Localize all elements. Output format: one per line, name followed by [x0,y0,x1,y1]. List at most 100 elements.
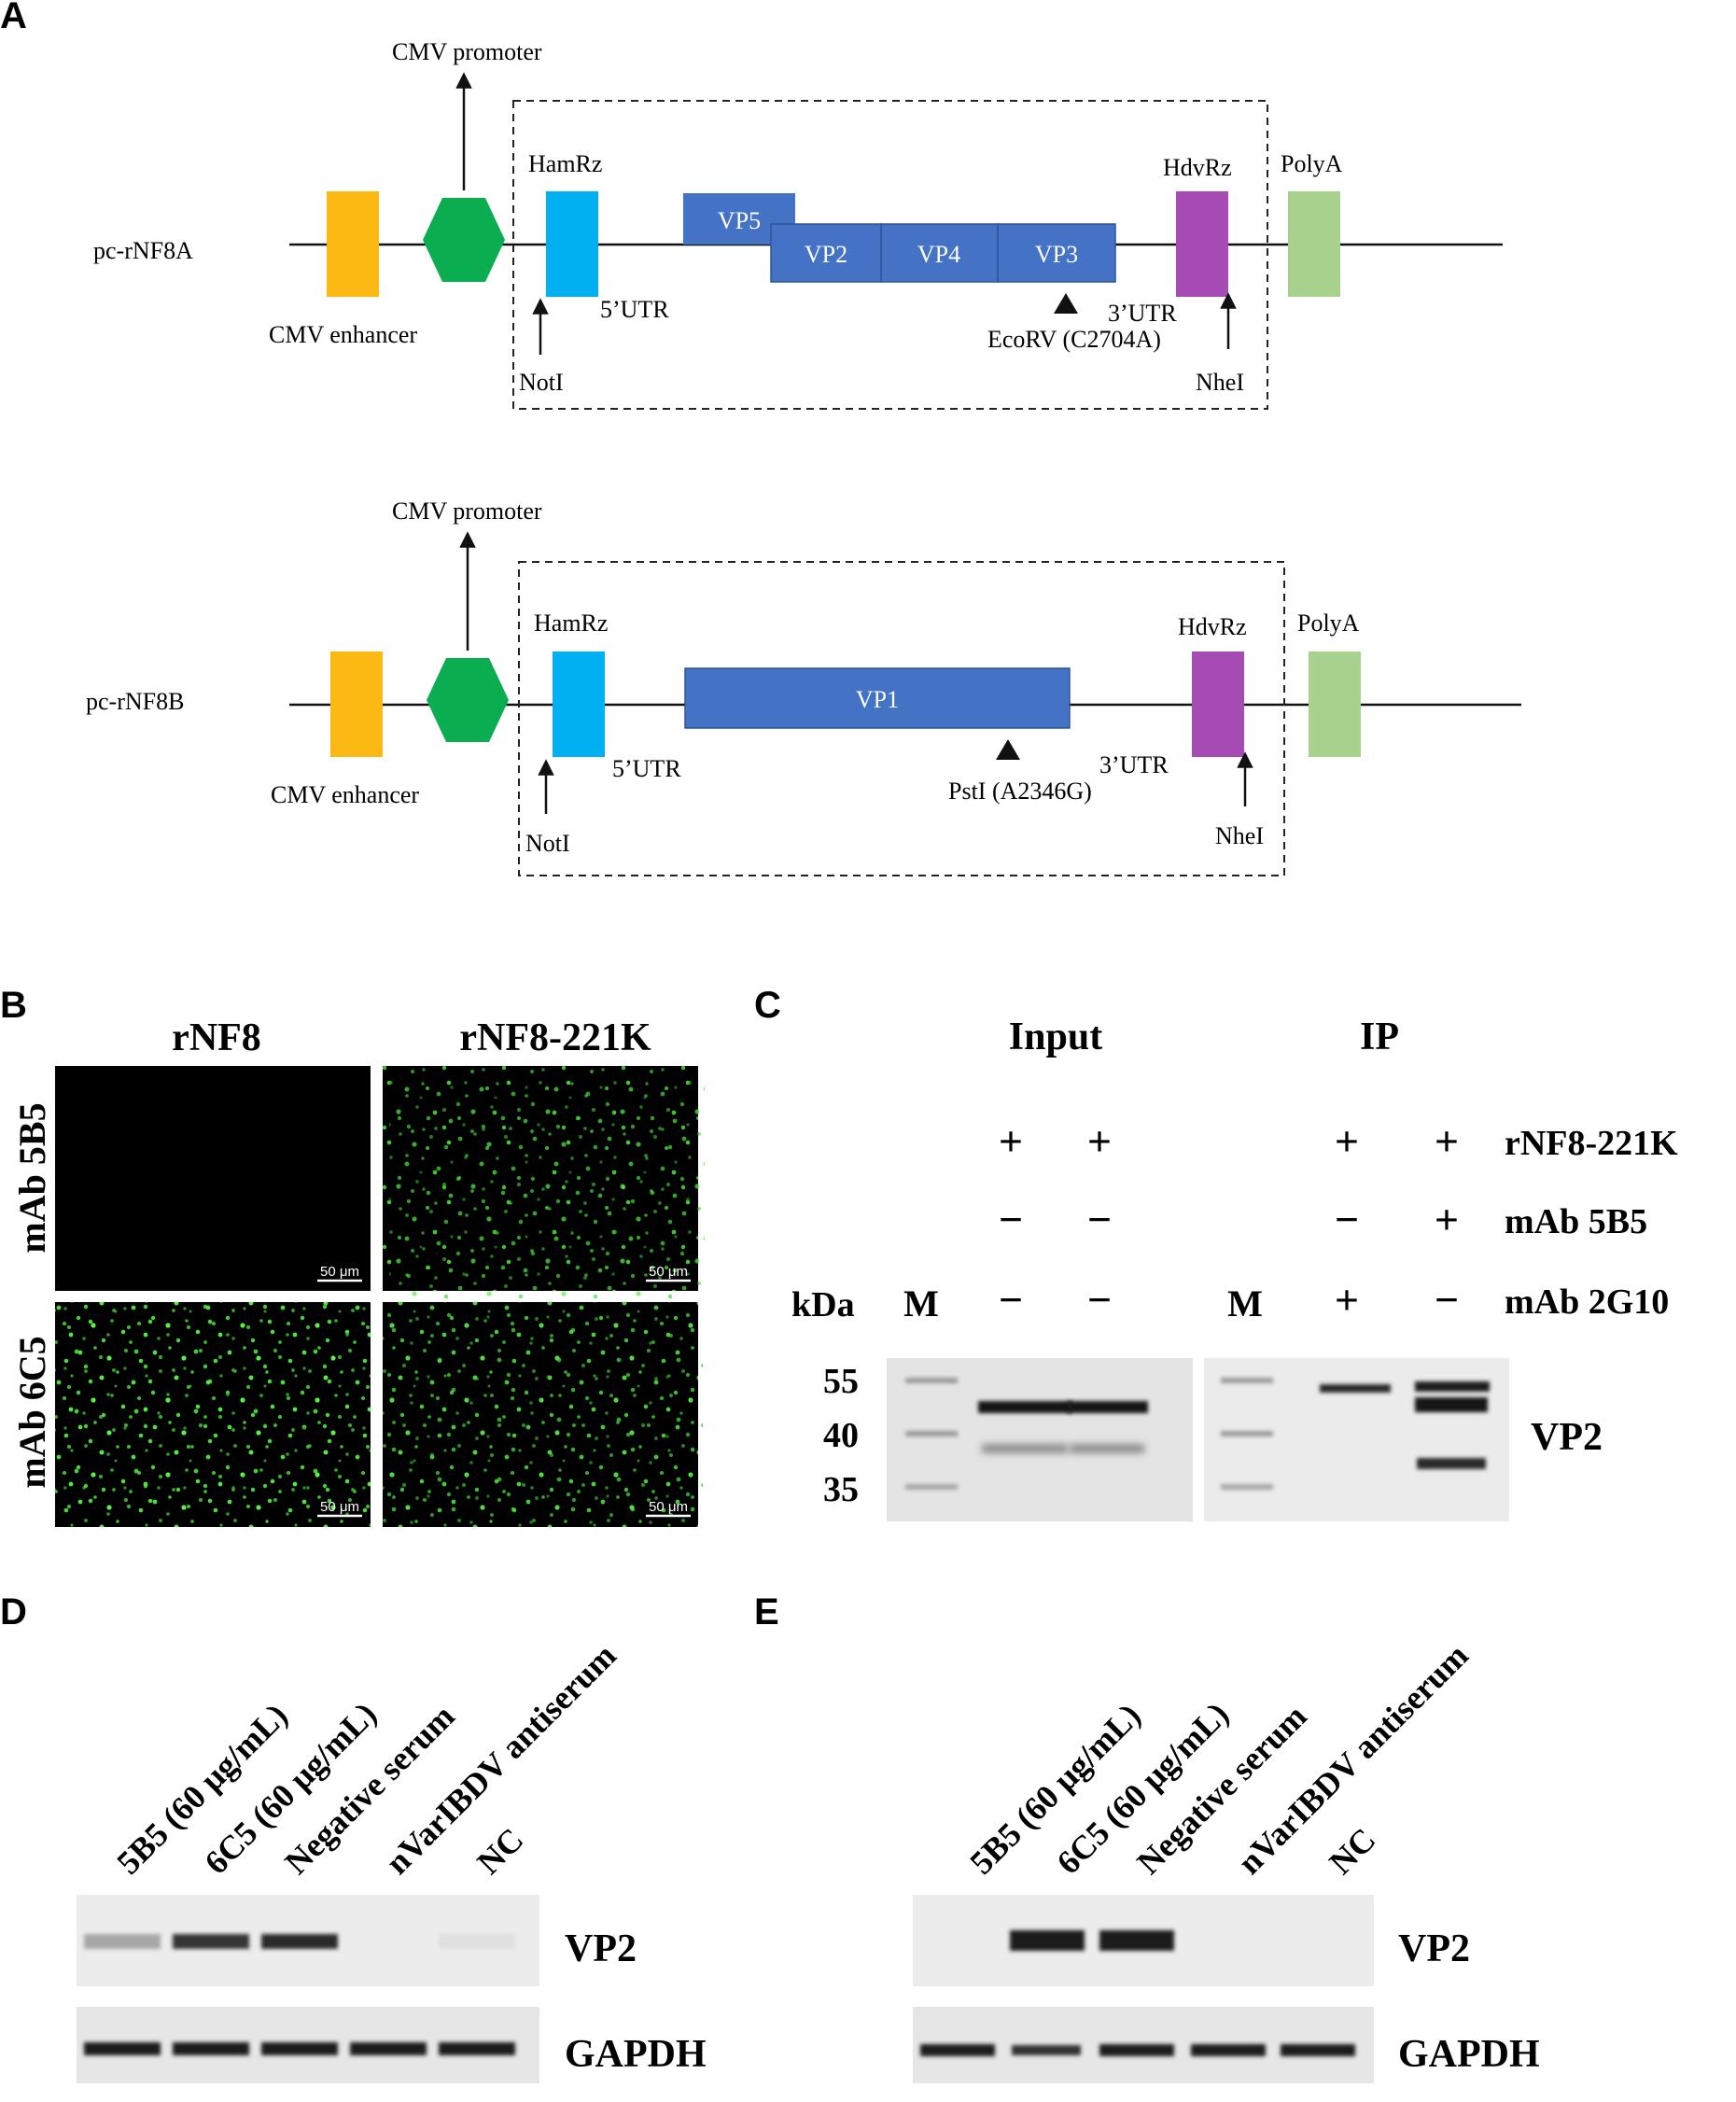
band-label-gapdh: GAPDH [565,2033,707,2076]
ecorv-site-label: EcoRV (C2704A) [987,326,1161,353]
ecorv-site-marker [1054,293,1078,314]
utr3-label: 3’UTR [1099,751,1169,778]
lane-label: NC [469,1821,530,1882]
utr3-label: 3’UTR [1108,300,1177,327]
col-label-rnf8-221k: rNF8-221K [459,1016,651,1059]
cmv-promoter-label: CMV promoter [392,38,542,65]
bands-e-vp2 [1010,1930,1174,1951]
row-label-mab-5b5: mAb 5B5 [1505,1202,1647,1241]
vp1-label: VP1 [856,686,899,713]
panel-letter-a: A [0,0,27,36]
nhei-label: NheI [1196,369,1244,396]
noti-label: NotI [519,369,564,396]
lane-labels-e: 5B5 (60 μg/mL)6C5 (60 μg/mL)Negative ser… [962,1636,1475,1881]
panel-letter-d: D [0,1591,27,1633]
vp2-band [261,1934,338,1949]
band-label-vp2: VP2 [1398,1927,1470,1970]
construct-a-name: pc-rNF8A [93,237,193,264]
construct-b-name: pc-rNF8B [86,688,184,715]
sign-ip-r3-c1: + [1335,1276,1359,1324]
panel-letter-e: E [754,1591,779,1633]
cmv-promoter-label: CMV promoter [392,497,542,525]
vp4-label: VP4 [917,241,960,268]
fluorescence-image-rnf8-5b5 [55,1066,371,1291]
sign-input-r2-c2: − [1087,1196,1112,1243]
sign-ip-r3-c2: − [1435,1276,1459,1324]
sign-input-r1-c2: + [1087,1117,1112,1165]
vp4-gene [880,223,999,283]
hdvrz-label: HdvRz [1178,613,1247,640]
sign-ip-r2-c2: + [1435,1196,1459,1243]
row-label-rnf8-221k: rNF8-221K [1505,1124,1678,1163]
hdvrz-block [1192,652,1244,757]
row-label-mab-6c5: mAb 6C5 [11,1336,53,1488]
cmv-promoter-hexagon [427,658,509,742]
construct-a: pc-rNF8A CMV enhancer CMV promoter HamRz… [93,38,1503,410]
row-label-mab-5b5: mAb 5B5 [11,1102,53,1253]
scale-bar-label: 50 μm [320,1499,359,1515]
hdvrz-label: HdvRz [1163,154,1232,181]
sign-input-r1-c1: + [999,1117,1023,1165]
cmv-enhancer-block [327,191,379,297]
noti-label: NotI [525,830,570,857]
utr5-label: 5’UTR [600,296,669,323]
mw-35: 35 [823,1470,859,1509]
row-label-mab-2g10: mAb 2G10 [1505,1282,1669,1322]
cmv-promoter-hexagon [423,198,505,282]
vp3-label: VP3 [1035,241,1078,268]
polya-label: PolyA [1281,150,1343,177]
sign-ip-r1-c1: + [1335,1117,1359,1165]
sign-input-r3-c2: − [1087,1276,1112,1324]
sign-input-r2-c1: − [999,1196,1023,1243]
polya-block [1288,191,1340,297]
lane-label: NC [1322,1821,1382,1882]
sign-ip-r2-c1: − [1335,1196,1359,1243]
vp2-label: VP2 [805,241,847,268]
polya-block [1309,652,1361,757]
mw-55: 55 [823,1362,859,1401]
hdvrz-block [1176,191,1228,297]
fluorescence-image-rnf8-221k-5b5 [383,1066,705,1301]
vp2-band [439,1934,515,1949]
cmv-enhancer-label: CMV enhancer [269,321,417,348]
hamrz-label: HamRz [534,610,608,637]
fluorescence-image-rnf8-221k-6c5 [383,1302,703,1535]
panel-letter-b: B [0,985,27,1026]
marker-label-input: M [903,1282,939,1324]
kda-label: kDa [791,1285,855,1324]
vp2-band [1099,1930,1174,1951]
vp2-band [84,1934,161,1949]
vp1-gene [684,667,1071,729]
blot-e-gapdh [913,2007,1374,2083]
utr5-label: 5’UTR [612,755,681,782]
scale-bar-label: 50 μm [320,1264,359,1280]
vp2-band [1010,1930,1085,1951]
band-label-gapdh: GAPDH [1398,2033,1540,2076]
blot-d-gapdh [77,2007,539,2083]
band-label-vp2: VP2 [565,1927,637,1970]
hamrz-block [553,652,605,757]
bands-d-vp2 [84,1934,515,1949]
polya-label: PolyA [1297,610,1360,637]
construct-b: pc-rNF8B CMV enhancer CMV promoter HamRz… [86,497,1521,876]
vp3-gene [997,223,1116,283]
hamrz-block [546,191,598,297]
nhei-label: NheI [1215,822,1264,849]
blot-ip [1204,1358,1509,1521]
header-input: Input [1009,1016,1102,1058]
fluorescence-image-rnf8-6c5 [55,1302,371,1527]
scale-bar-label: 50 μm [649,1264,688,1280]
mw-40: 40 [823,1416,859,1455]
sign-ip-r1-c2: + [1435,1117,1459,1165]
vp5-label: VP5 [718,207,761,234]
blot-input [887,1358,1193,1521]
vp2-band [173,1934,249,1949]
psti-site-marker [996,739,1020,760]
lane-labels-d: 5B5 (60 μg/mL)6C5 (60 μg/mL)Negative ser… [109,1636,623,1881]
cmv-enhancer-label: CMV enhancer [271,781,419,808]
marker-label-ip: M [1227,1282,1263,1324]
sign-input-r3-c1: − [999,1276,1023,1324]
panel-letter-c: C [754,985,781,1026]
cmv-enhancer-block [330,652,383,757]
col-label-rnf8: rNF8 [172,1016,261,1059]
